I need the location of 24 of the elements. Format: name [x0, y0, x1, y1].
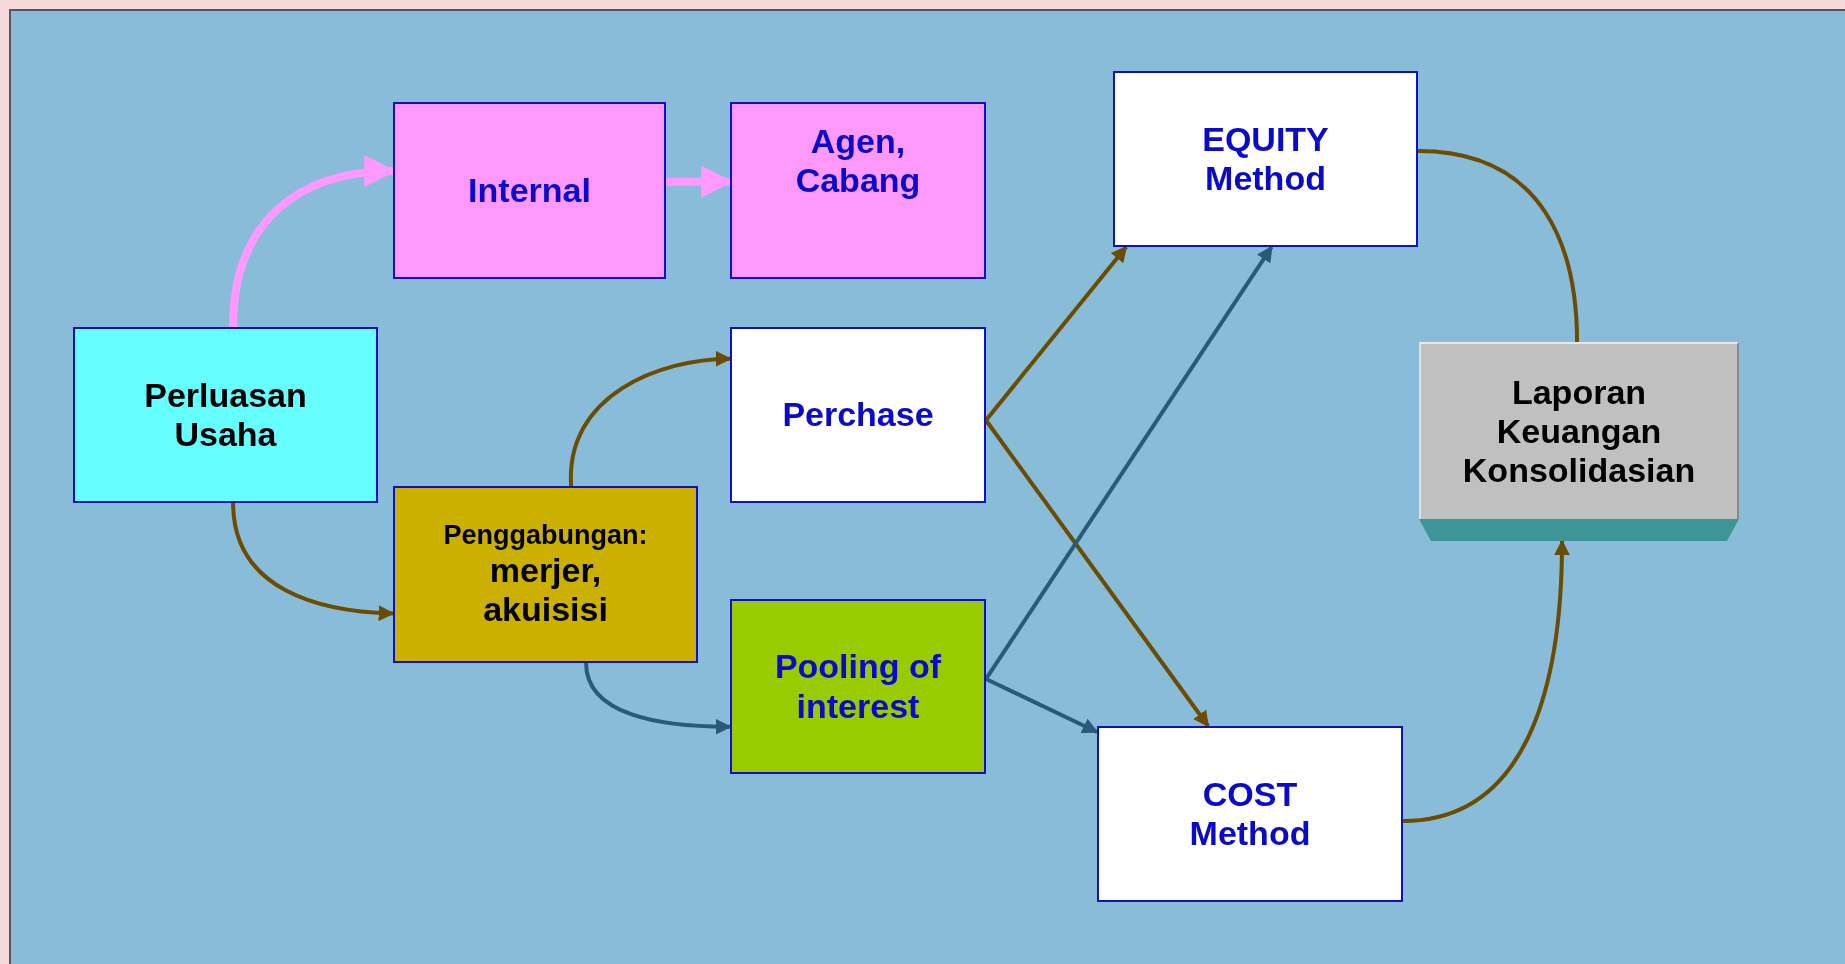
process-box: [393, 102, 666, 279]
report-block: [1419, 342, 1739, 541]
node-label: COST Method: [1188, 774, 1312, 854]
arrow: [584, 662, 732, 735]
node-label: Perchase: [781, 395, 935, 435]
process-box: [730, 327, 986, 503]
node-label: EQUITY Method: [1201, 119, 1330, 199]
node-label: Agen, Cabang: [794, 122, 922, 201]
node-label: Perluasan Usaha: [143, 375, 308, 455]
arrow: [985, 677, 1099, 734]
arrow: [1402, 539, 1570, 824]
process-box: [393, 486, 698, 663]
process-box: [730, 102, 986, 279]
node-label: Pooling of interest: [773, 647, 943, 726]
process-box: [730, 599, 986, 774]
arrow: [569, 351, 732, 487]
process-box: [73, 327, 378, 503]
node-label: Laporan Keuangan Konsolidasian: [1461, 372, 1697, 491]
process-box: [1097, 726, 1403, 902]
node-label: merjer, akuisisi: [482, 550, 609, 630]
node-label: Internal: [467, 170, 592, 211]
node-label: Penggabungan:: [442, 519, 649, 551]
arrow: [231, 502, 395, 621]
process-box: [1113, 71, 1418, 247]
